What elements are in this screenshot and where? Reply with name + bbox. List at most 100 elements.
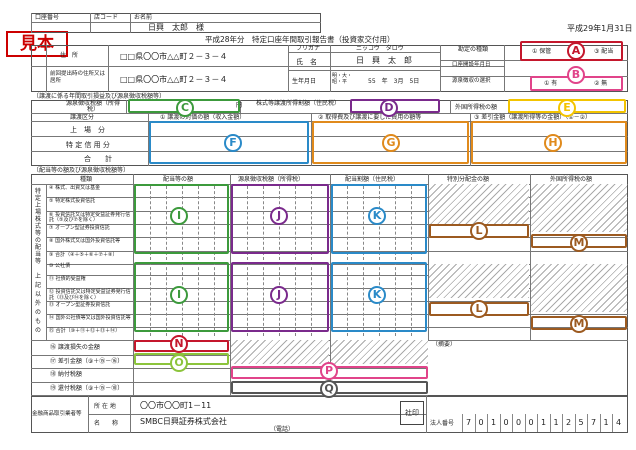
dividend-amount-group1-highlight xyxy=(134,184,229,254)
summary-row-label: ⑰ 差引金額（⑨＋⑮－⑯） xyxy=(50,357,124,365)
withholding-option-2: ② 無 xyxy=(594,80,608,87)
dividend-row-label: ⑭ 国外公社債等又は国外投資信託等 xyxy=(49,315,131,321)
name-label: お名前 xyxy=(134,14,153,21)
summary-row-label: ⑯ 譲渡損失の金額 xyxy=(50,344,100,351)
marker-m-2: M xyxy=(570,315,588,333)
account-no-label: 口座番号 xyxy=(35,14,60,21)
prev-address-value: □□県〇〇市△△町２－３－４ xyxy=(120,75,228,84)
dividend-col-local: 配当割額（住民税） xyxy=(345,176,400,183)
furigana-value: ニッコウ タロウ xyxy=(356,45,404,52)
corp-number-digit: 1 xyxy=(487,414,499,432)
transfer-row-total: 合 計 xyxy=(84,155,112,163)
marker-k-1: K xyxy=(368,207,386,225)
customer-name-value: 日 興 太 郎 xyxy=(356,56,412,65)
corp-number-digit: 0 xyxy=(512,414,524,432)
hatch-special-group1 xyxy=(429,184,529,224)
company-name: SMBC日興証券株式会社 xyxy=(140,417,227,426)
customer-name: 日興 太郎 様 xyxy=(148,23,204,32)
withholding-option-1: ① 有 xyxy=(544,80,558,87)
company-stamp: 社印 xyxy=(400,401,424,425)
address-label: 住 所 xyxy=(60,52,79,59)
hatch-lower-mid xyxy=(331,340,428,364)
transfer-col2-highlight xyxy=(312,121,469,164)
transfer-col3-label: ③ 差引金額（譲渡所得等の金額）（①－②） xyxy=(474,114,592,121)
phone-label: （電話） xyxy=(270,426,295,433)
dividend-row-label: ⑪ 社債的受益権 xyxy=(49,276,86,282)
transfer-local-tax-label: 株式等譲渡所得割額（住民税） xyxy=(255,100,340,107)
customer-block xyxy=(31,45,628,92)
report-title: 平成28年分 特定口座年間取引報告書（投資家交付用） xyxy=(205,35,395,44)
marker-i-1: I xyxy=(170,207,188,225)
transfer-foreign-tax-label: 外国所得税の額 xyxy=(455,104,498,111)
account-type-label: 勘定の種類 xyxy=(458,46,489,53)
marker-h: H xyxy=(544,134,562,152)
transfer-col1-highlight xyxy=(149,121,309,164)
transfer-col3-highlight xyxy=(471,121,627,164)
dividend-amount-group2-highlight xyxy=(134,262,229,332)
transfer-row-margin: 特 定 信 用 分 xyxy=(66,141,110,149)
corp-number-digit: 4 xyxy=(612,414,624,432)
transfer-withholding-label: 源泉徴収税額（所得税） xyxy=(65,100,120,113)
hatch-foreign-group2 xyxy=(531,264,627,312)
birth-label: 生年月日 xyxy=(292,78,317,85)
dividend-col-withholding: 源泉徴収税額（所得税） xyxy=(238,176,305,183)
furigana-label: フリガナ xyxy=(296,45,321,52)
corp-number-digit: 2 xyxy=(562,414,574,432)
transfer-category-label: 譲渡区分 xyxy=(70,114,95,121)
issuer-label: 金融商品取引業者等 xyxy=(32,411,82,417)
corp-no-label: 法人番号 xyxy=(430,420,455,427)
customer-name-label: 氏 名 xyxy=(296,58,317,66)
marker-f: F xyxy=(224,134,242,152)
dividend-withholding-group2-highlight xyxy=(231,262,329,332)
group2-label: 上記以外のもの xyxy=(35,273,42,334)
marker-i-2: I xyxy=(170,286,188,304)
corp-number-digit: 5 xyxy=(574,414,587,432)
memo-label: （摘要） xyxy=(432,341,457,348)
corp-number-digit: 7 xyxy=(587,414,599,432)
dividend-row-label: ⑨ 合計（④＋⑤＋⑥＋⑦＋⑧） xyxy=(49,251,118,258)
marker-j-1: J xyxy=(270,207,288,225)
marker-d: D xyxy=(380,99,398,117)
group1-label: 特定上場株式等の配当等 xyxy=(35,188,42,265)
dividend-row-label: ④ 株式、出資又は基金 xyxy=(49,185,101,191)
transfer-section-title: 〔譲渡に係る年間取引損益及び源泉徴収税額等〕 xyxy=(33,93,166,100)
dividend-row-label: ⑩ 公社債 xyxy=(49,263,71,269)
transfer-block xyxy=(31,100,628,166)
summary-row-label: ⑲ 還付税額（⑨＋⑮－⑱） xyxy=(50,384,124,392)
hatch-special-group2 xyxy=(429,264,529,298)
corp-number-digit: 7 xyxy=(462,414,474,432)
transfer-col1-label: ① 譲渡の対価の額（収入金額） xyxy=(160,114,246,121)
corp-number-digit: 1 xyxy=(599,414,612,432)
marker-b: B xyxy=(567,66,585,84)
hatch-foreign-group1 xyxy=(531,184,627,232)
marker-o: O xyxy=(170,354,188,372)
corp-number-digit: 1 xyxy=(537,414,549,432)
marker-j-2: J xyxy=(270,286,288,304)
birth-era: 明・大・昭・平 xyxy=(332,73,353,85)
start-date-label: 口座開設年月日 xyxy=(452,62,491,68)
prev-address-label: 前回提出時の住所又は居所 xyxy=(50,71,106,84)
location-value: 〇〇市〇〇町1－11 xyxy=(140,401,212,410)
marker-k-2: K xyxy=(368,286,386,304)
account-type-option-2: ③ 配当 xyxy=(594,48,614,55)
dividend-local-group2-highlight xyxy=(331,262,427,332)
marker-c: C xyxy=(176,99,194,117)
transfer-col2-label: ② 取得費及び譲渡に要した費用の額等 xyxy=(318,114,422,121)
birth-value: 55 年 3月 5日 xyxy=(368,78,420,85)
dividend-col-amount: 配当等の額 xyxy=(163,176,194,183)
marker-l-1: L xyxy=(470,222,488,240)
corp-number-digit: 1 xyxy=(549,414,562,432)
address-value: □□県〇〇市△△町２－３－４ xyxy=(120,52,228,61)
summary-row-label: ⑱ 納付税額 xyxy=(50,371,82,378)
withholding-label: 源泉徴収の選択 xyxy=(452,78,491,84)
corp-number-digit: 0 xyxy=(524,414,537,432)
company-name-label: 名 称 xyxy=(94,420,119,427)
dividend-col-special: 特別分配金の額 xyxy=(447,176,490,183)
marker-n: N xyxy=(170,335,188,353)
dividend-withholding-group1-highlight xyxy=(231,184,329,254)
marker-a: A xyxy=(567,42,585,60)
corp-number-digit: 0 xyxy=(499,414,512,432)
marker-l-2: L xyxy=(470,300,488,318)
dividend-row-label: ⑧ 国外株式又は国外投資信託等 xyxy=(49,238,121,245)
store-code-label: 店コード xyxy=(94,14,119,21)
